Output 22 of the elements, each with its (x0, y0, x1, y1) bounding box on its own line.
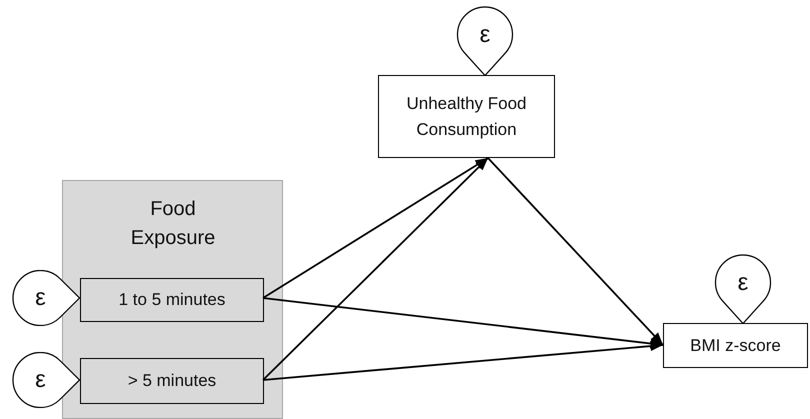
node-label: > 5 minutes (128, 370, 216, 392)
variable-box (80, 278, 264, 322)
arrow (262, 157, 488, 299)
error-term (456, 6, 514, 76)
arrow (262, 341, 664, 381)
node-label: Unhealthy Food Consumption (405, 93, 528, 140)
error-term (12, 270, 80, 326)
epsilon-label: ε (478, 20, 492, 50)
node-label: BMI z-score (690, 334, 781, 357)
epsilon-label: ε (34, 365, 47, 395)
arrow (262, 297, 664, 349)
error-term (714, 254, 772, 324)
arrow (262, 157, 489, 381)
error-term (12, 352, 80, 408)
epsilon-label: ε (736, 268, 750, 298)
variable-box (80, 358, 264, 404)
group-title: Food Exposure (130, 197, 216, 251)
group-panel (62, 180, 283, 419)
node-label: 1 to 5 minutes (118, 289, 226, 312)
variable-box (663, 323, 808, 368)
epsilon-label: ε (34, 283, 47, 313)
arrow (487, 157, 664, 346)
